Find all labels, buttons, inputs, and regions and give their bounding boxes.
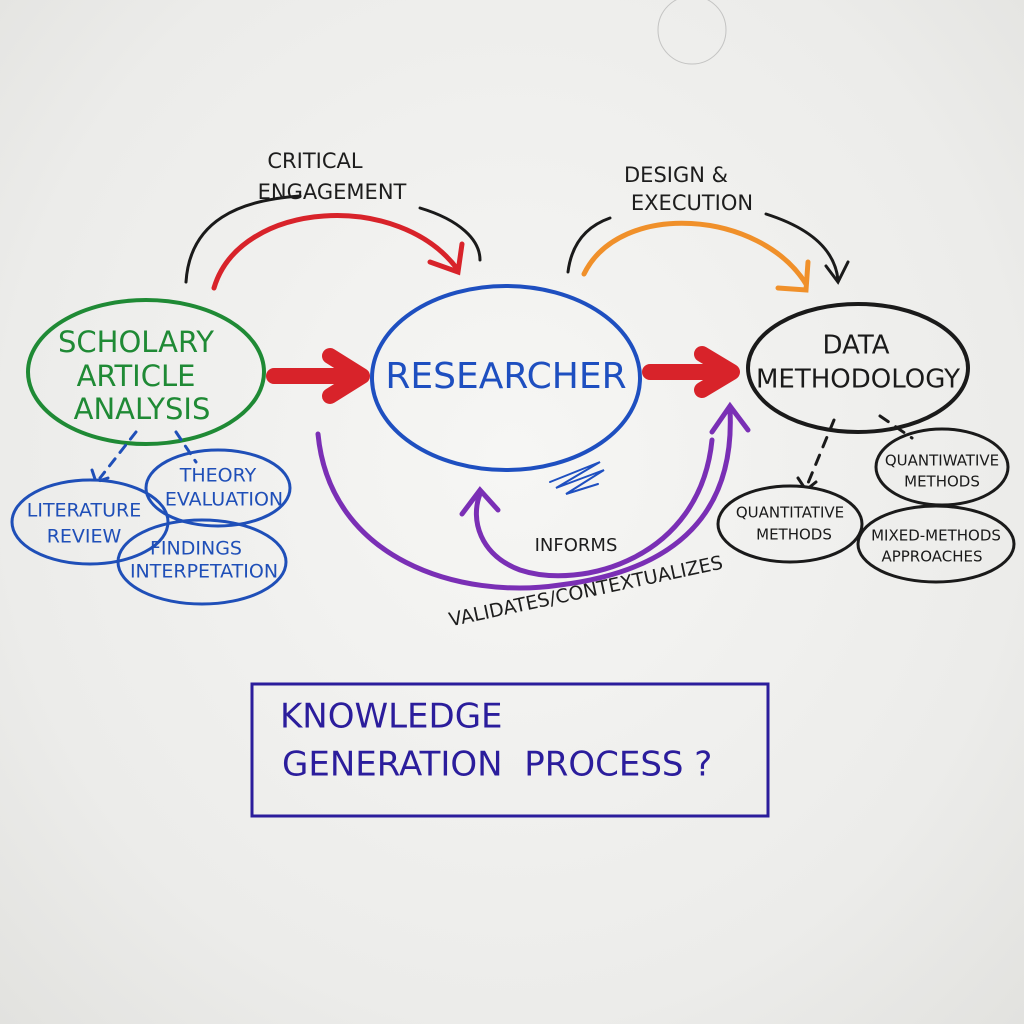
mixed-methods-label: APPROACHES — [881, 548, 982, 566]
title-line: KNOWLEDGE — [280, 697, 503, 737]
validates-label: VALIDATES/CONTEXTUALIZES — [447, 552, 725, 632]
data-methodology-node — [746, 302, 970, 434]
scholarly-article-analysis-node — [26, 298, 266, 446]
design-execution-label: DESIGN & — [624, 163, 728, 187]
design-execution-label: EXECUTION — [631, 191, 753, 215]
quantitative-methods-label: QUANTITATIVE — [736, 504, 844, 522]
smudge — [154, 128, 210, 146]
data-methodology-label: METHODOLOGY — [756, 365, 960, 395]
scholarly-label: ANALYSIS — [74, 392, 211, 426]
dashed-link — [174, 430, 198, 464]
theory-evaluation-label: THEORY — [179, 465, 257, 487]
informs-label: INFORMS — [535, 535, 618, 556]
critical-engagement-label: CRITICAL — [267, 149, 362, 173]
literature-review-label: REVIEW — [47, 526, 122, 548]
title-box — [250, 682, 770, 818]
quantitative-methods-node — [716, 484, 864, 564]
mixed-methods-label: MIXED-METHODS — [871, 527, 1001, 545]
dashed-link — [796, 418, 836, 493]
dashed-link — [878, 414, 914, 440]
informs-arrow — [459, 437, 715, 579]
red-arrow-to-researcher — [266, 348, 370, 404]
researcher-label: RESEARCHER — [385, 356, 626, 397]
findings-interpretation-label: INTERPETATION — [130, 561, 278, 583]
scholarly-label: ARTICLE — [77, 359, 196, 393]
title-line: GENERATION PROCESS ? — [282, 745, 712, 785]
smudge — [657, 0, 727, 65]
design-execution-arrow — [581, 220, 811, 293]
red-arrow-to-methodology — [642, 346, 740, 398]
data-methodology-label: DATA — [823, 331, 890, 361]
quantiwative-methods-label: METHODS — [904, 473, 980, 491]
critical-engagement-black-arc — [184, 194, 302, 284]
critical-engagement-label: ENGAGEMENT — [258, 180, 407, 204]
literature-review-node — [10, 478, 170, 566]
critical-engagement-arrow — [211, 213, 465, 291]
theory-evaluation-label: EVALUATION — [165, 489, 283, 511]
validates-arrow — [315, 401, 751, 591]
literature-review-label: LITERATURE — [27, 500, 141, 522]
findings-interpretation-label: FINDINGS — [150, 538, 242, 560]
quantiwative-methods-label: QUANTIWATIVE — [885, 452, 999, 470]
critical-engagement-black-arc — [418, 206, 482, 262]
researcher-node — [370, 284, 642, 472]
scribble — [549, 461, 605, 495]
scholarly-label: SCHOLARY — [58, 325, 214, 359]
quantitative-methods-label: METHODS — [756, 526, 832, 544]
findings-interpretation-node — [116, 518, 288, 606]
mixed-methods-node — [856, 504, 1016, 584]
theory-evaluation-node — [144, 448, 292, 528]
design-execution-black-arc — [566, 216, 612, 274]
design-execution-black-arc — [764, 212, 850, 285]
